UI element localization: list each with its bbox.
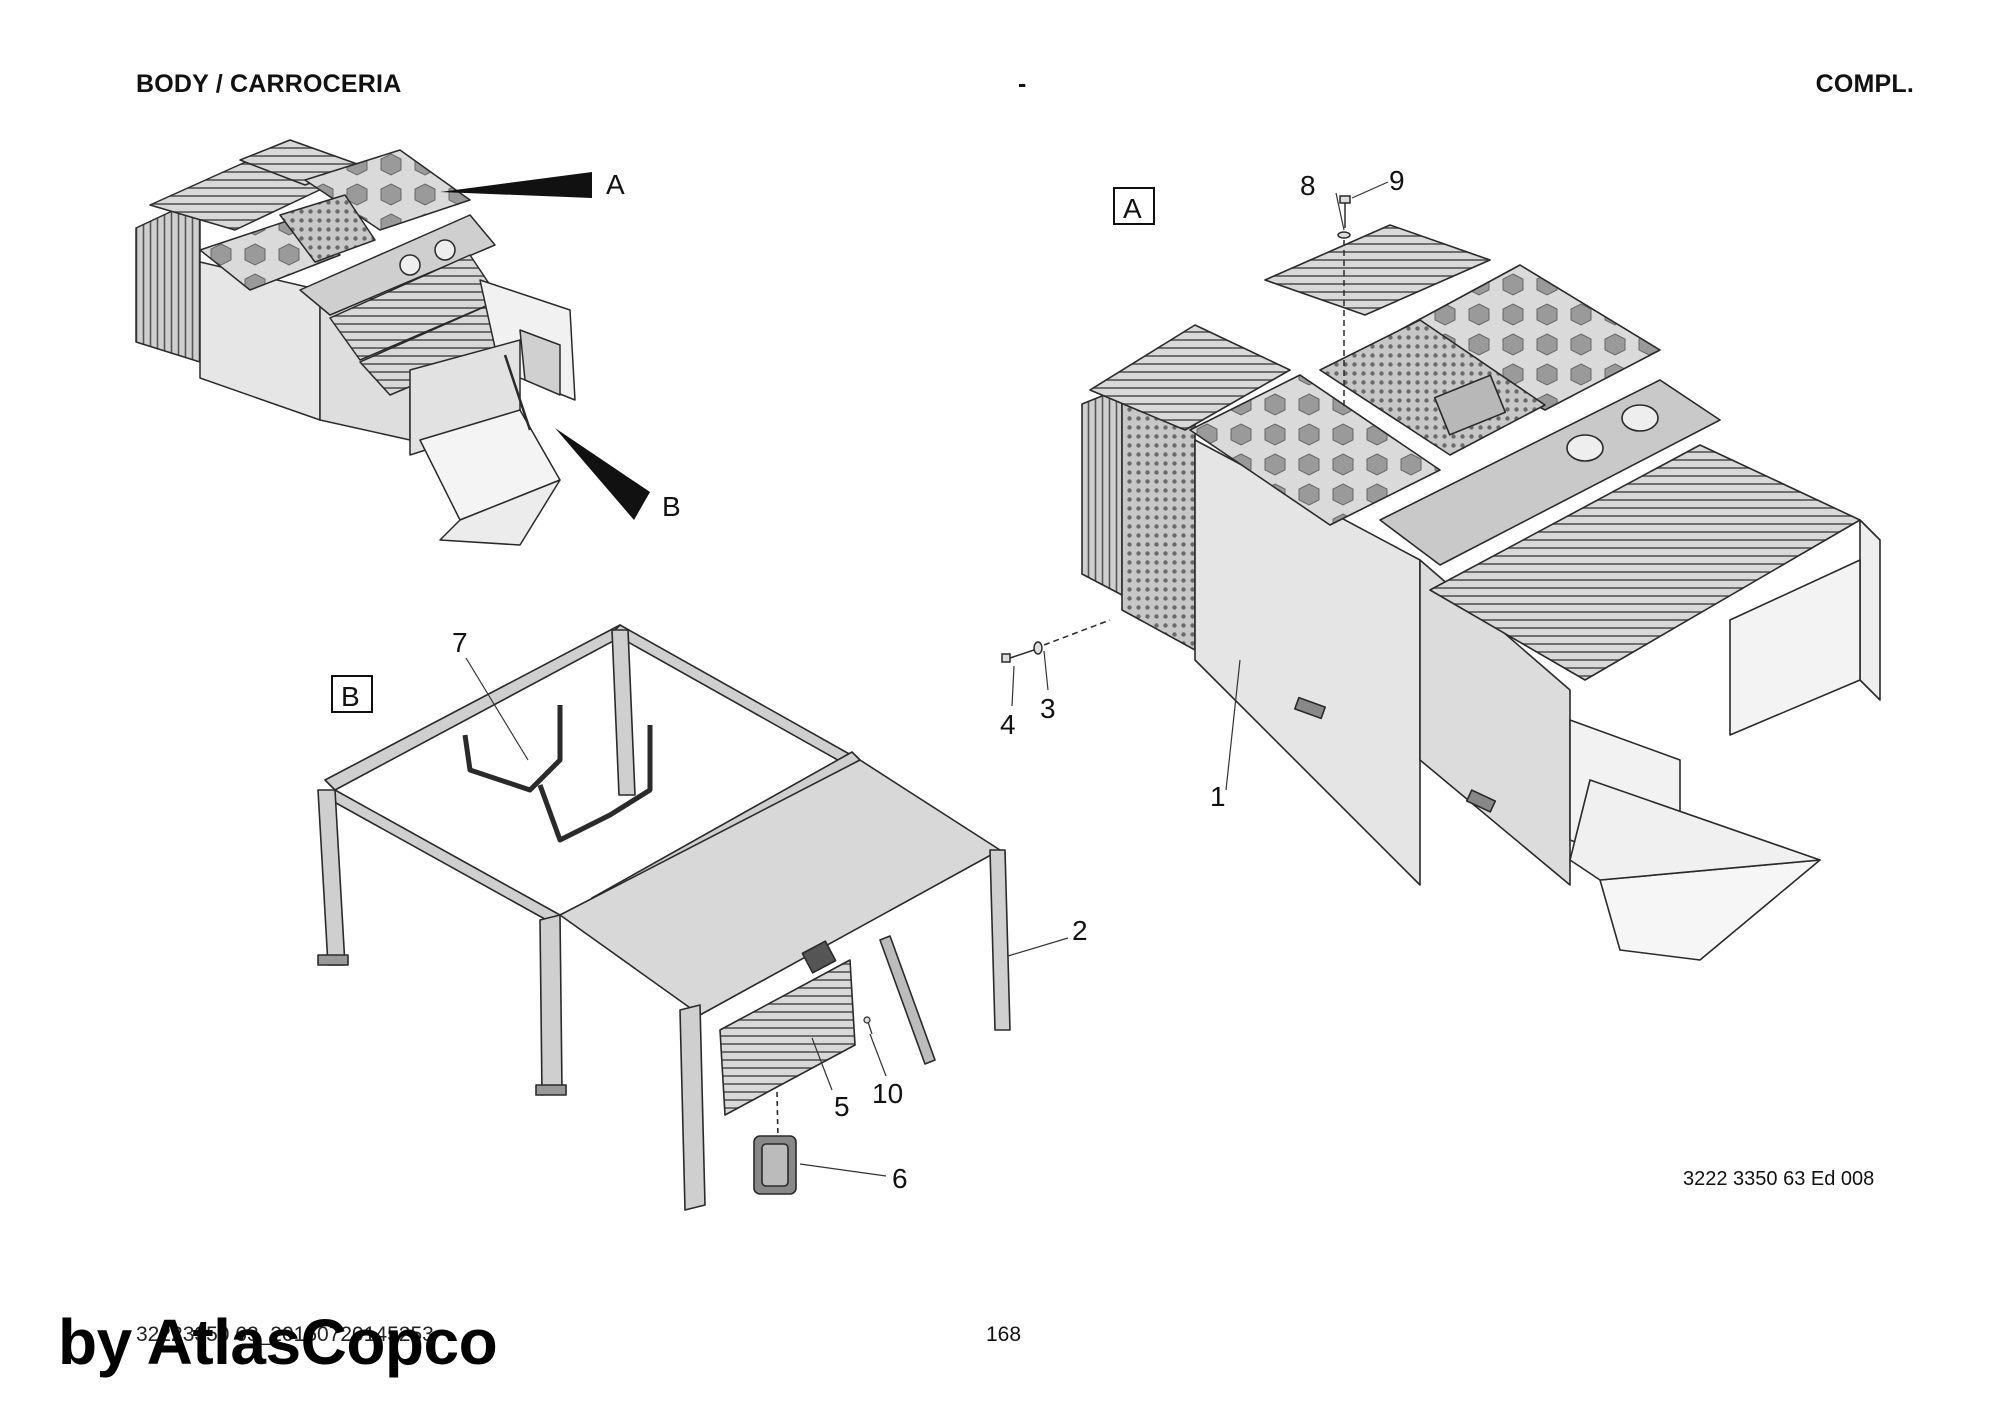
callout-7: 7 — [452, 627, 468, 658]
watermark-text: by AtlasCopco — [58, 1306, 498, 1378]
view-b-mirror — [753, 1091, 797, 1195]
view-a-label-box — [1113, 187, 1155, 225]
pointer-b-label: B — [662, 491, 681, 522]
page-number: 168 — [986, 1323, 1022, 1346]
view-a-washer-8 — [1337, 231, 1351, 408]
view-b-frame-assembly — [317, 624, 1011, 1211]
view-b-screw — [863, 1016, 873, 1035]
overview-machine-body — [135, 139, 576, 546]
pointer-b-arrow — [555, 428, 650, 520]
document-reference: 3222 3350 63 Ed 008 — [1683, 1168, 1875, 1190]
pointer-a-label: A — [606, 169, 625, 200]
callout-10: 10 — [872, 1078, 903, 1109]
view-a-body-assembly — [1081, 224, 1881, 961]
callout-6: 6 — [892, 1163, 908, 1194]
view-a-leader-lines — [1011, 181, 1389, 791]
view-b-label-box — [331, 675, 373, 713]
callout-8: 8 — [1300, 170, 1316, 201]
callout-1: 1 — [1210, 781, 1226, 812]
pointer-a-arrow — [440, 172, 592, 198]
callout-9: 9 — [1389, 165, 1405, 196]
header-title: BODY / CARROCERIA — [136, 70, 402, 98]
view-a-label: A — [1123, 193, 1142, 224]
view-b-leader-lines — [465, 657, 1069, 1177]
header-separator: - — [1018, 70, 1027, 98]
footer-file-reference: 32223350 63_20150720145253 — [136, 1323, 434, 1346]
view-a-bolt-4 — [1001, 649, 1035, 663]
view-b-label: B — [341, 681, 360, 712]
header-assembly-type: COMPL. — [1815, 70, 1914, 98]
callout-5: 5 — [834, 1091, 850, 1122]
callout-2: 2 — [1072, 915, 1088, 946]
callout-4: 4 — [1000, 709, 1016, 740]
callout-3: 3 — [1040, 693, 1056, 724]
view-a-washer-3 — [1033, 619, 1111, 655]
view-a-bolt-9 — [1339, 195, 1351, 228]
